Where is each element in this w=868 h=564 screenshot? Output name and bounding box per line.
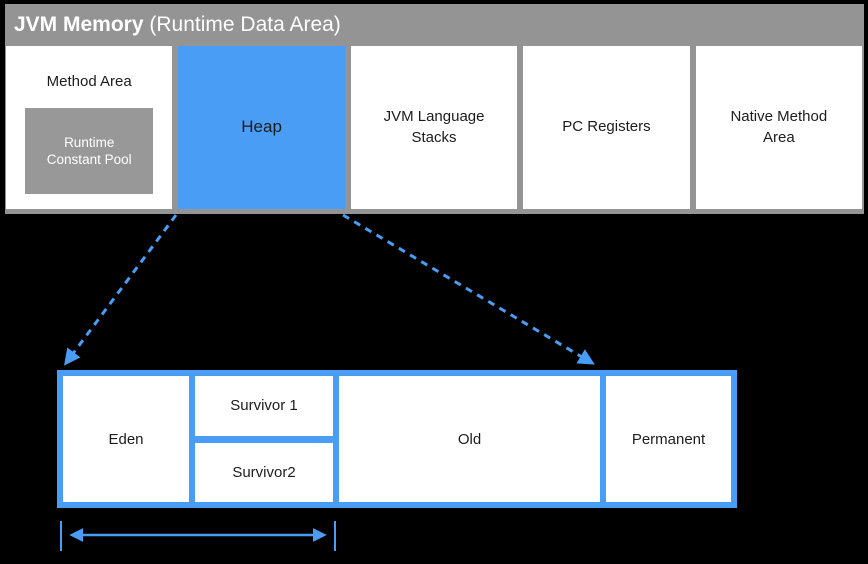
jvm-language-stacks-label: JVM Language Stacks: [383, 108, 485, 146]
native-method-area-label: Native Method Area: [730, 108, 828, 146]
memory-area-pc-registers: PC Registers: [523, 46, 690, 209]
runtime-constant-pool-label: Runtime Constant Pool: [46, 134, 132, 168]
pc-registers-label: PC Registers: [562, 118, 651, 136]
memory-area-method-area: Method Area Runtime Constant Pool: [6, 46, 173, 209]
method-area-label: Method Area: [46, 73, 132, 90]
runtime-data-area-panel: JVM Memory (Runtime Data Area) Method Ar…: [5, 4, 864, 214]
runtime-constant-pool-box: Runtime Constant Pool: [25, 108, 154, 195]
memory-area-native-method-area: Native Method Area: [695, 46, 863, 209]
heap-detail-permanent: Permanent: [606, 376, 731, 502]
memory-area-jvm-language-stacks: JVM Language Stacks: [350, 46, 518, 209]
heap-detail-survivor2: Survivor2: [195, 442, 333, 502]
heap-detail-old: Old: [339, 376, 600, 502]
heap-detail-survivor-column: Survivor 1 Survivor2: [195, 376, 333, 502]
heap-zoom-line-right: [342, 213, 595, 365]
heap-detail-survivor1: Survivor 1: [195, 376, 333, 436]
panel-title: JVM Memory (Runtime Data Area): [5, 4, 864, 46]
memory-areas-row: Method Area Runtime Constant Pool Heap J…: [6, 46, 863, 209]
heap-detail-container: Eden Survivor 1 Survivor2 Old Permanent: [57, 370, 737, 508]
heap-zoom-line-left: [64, 214, 178, 366]
panel-title-sub: (Runtime Data Area): [143, 13, 341, 36]
memory-area-heap: Heap: [178, 46, 345, 209]
panel-title-main: JVM Memory: [14, 13, 144, 36]
heap-detail-eden: Eden: [63, 376, 189, 502]
heap-label: Heap: [241, 117, 282, 137]
